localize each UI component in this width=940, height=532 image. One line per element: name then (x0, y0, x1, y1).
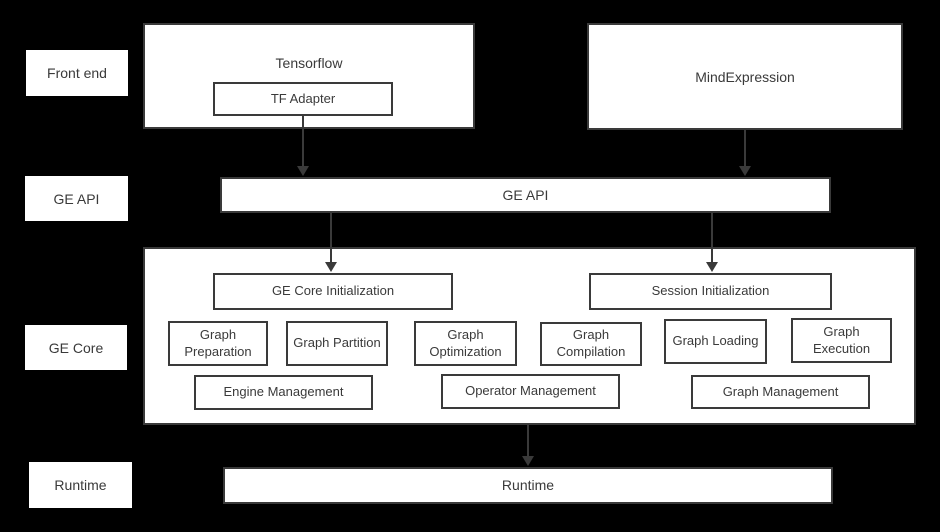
module-graph-loading: Graph Loading (664, 319, 767, 364)
ge-core-container: GE Core Initialization Session Initializ… (143, 247, 916, 425)
ge-core-initialization-box: GE Core Initialization (213, 273, 453, 310)
engine-management-box: Engine Management (194, 375, 373, 410)
mindexpression-title: MindExpression (695, 68, 795, 85)
arrow-ge-core-to-runtime (522, 425, 534, 466)
module-graph-execution: Graph Execution (791, 318, 892, 363)
session-initialization-box: Session Initialization (589, 273, 832, 310)
operator-management-box: Operator Management (441, 374, 620, 409)
runtime-bar: Runtime (223, 467, 833, 504)
module-graph-compilation: Graph Compilation (540, 322, 642, 366)
row-label-ge-core: GE Core (25, 325, 127, 370)
mindexpression-box: MindExpression (587, 23, 903, 130)
row-label-ge-api: GE API (25, 176, 128, 221)
ge-api-bar: GE API (220, 177, 831, 213)
tensorflow-box: Tensorflow TF Adapter (143, 23, 475, 129)
module-graph-partition: Graph Partition (286, 321, 388, 366)
row-label-runtime: Runtime (29, 462, 132, 508)
module-graph-optimization: Graph Optimization (414, 321, 517, 366)
arrow-mindexpression-to-ge-api (739, 130, 751, 176)
tensorflow-title: Tensorflow (275, 55, 343, 71)
graph-management-box: Graph Management (691, 375, 870, 409)
tf-adapter-box: TF Adapter (213, 82, 393, 116)
module-graph-preparation: Graph Preparation (168, 321, 268, 366)
row-label-front-end: Front end (26, 50, 128, 96)
